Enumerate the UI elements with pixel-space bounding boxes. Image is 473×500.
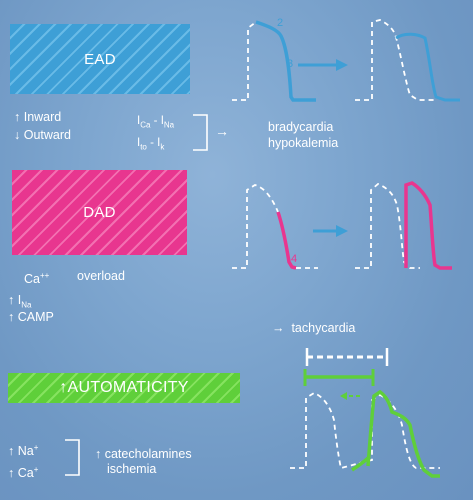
ina-line: ↑ INa — [8, 293, 32, 310]
dad-effect-line: → tachycardia — [272, 320, 355, 336]
dad-triggered-beat — [404, 181, 452, 270]
down-arrow-icon: ↓ — [14, 128, 21, 142]
camp-line: ↑ CAMP — [8, 310, 54, 324]
automaticity-trace-dashed — [290, 392, 440, 470]
dad-box: DAD — [12, 170, 187, 255]
up-arrow-icon: ↑ — [59, 379, 68, 396]
dad-trace-left-phase4 — [276, 211, 297, 270]
automaticity-prepotential-green — [351, 456, 370, 472]
up-arrow-icon: ↑ — [14, 110, 21, 124]
ead-effect-hypokalemia: hypokalemia — [268, 136, 339, 150]
shortened-interval-ends-icon — [303, 369, 375, 386]
na-line: ↑ Na+ — [8, 443, 39, 459]
ead-trace-right-afterdepolarization — [395, 32, 460, 102]
ca-overload-ion: Ca++ — [24, 271, 50, 287]
ica-ina-formula: ICa - INa — [137, 115, 175, 130]
dad-phase-4-label: 4 — [291, 253, 297, 265]
up-arrow-icon: ↑ — [8, 293, 15, 307]
automaticity-box-label: ↑AUTOMATICITY — [59, 379, 189, 396]
automaticity-box: ↑AUTOMATICITY — [8, 373, 240, 403]
inward-line: ↑ Inward — [14, 109, 61, 125]
right-arrow-icon: → — [272, 321, 285, 335]
ead-phase-2-label: 2 — [277, 17, 283, 29]
up-arrow-icon: ↑ — [95, 447, 102, 461]
outward-label: Outward — [23, 128, 71, 142]
dad-trace-right-dashed — [355, 182, 420, 269]
overload-label: overload — [77, 269, 125, 283]
cause-ischemia: ischemia — [107, 462, 157, 476]
automaticity-shift-arrowhead-icon — [340, 392, 347, 400]
cause-catecholamines: catecholamines — [104, 447, 192, 461]
ito-ik-formula: Ito - Ik — [137, 137, 165, 152]
dad-transition-arrowhead-icon — [336, 225, 348, 237]
inward-label: Inward — [23, 110, 62, 124]
ead-trace-right-dashed — [355, 19, 434, 101]
automaticity-trace-green — [366, 389, 440, 478]
ead-transition-arrowhead-icon — [336, 59, 348, 71]
ead-box-label: EAD — [84, 50, 116, 68]
up-arrow-icon: ↑ — [8, 444, 15, 459]
ead-current-bracket — [193, 114, 208, 151]
ead-effect-bradycardia: bradycardia — [268, 120, 334, 134]
automaticity-ion-bracket — [65, 439, 80, 476]
ead-phase-3-label: 3 — [287, 58, 293, 70]
dad-effect-tachycardia: tachycardia — [291, 321, 356, 335]
ead-baseline-dashed — [232, 21, 257, 101]
up-arrow-icon: ↑ — [8, 310, 15, 324]
up-arrow-icon: ↑ — [8, 466, 15, 481]
catecholamines-line: ↑ catecholamines — [95, 446, 192, 462]
cycle-interval-ends-icon — [305, 348, 389, 366]
ead-box: EAD — [10, 24, 190, 94]
ca-line: ↑ Ca+ — [8, 465, 39, 481]
dad-trace-left-dashed — [232, 184, 279, 269]
outward-line: ↓ Outward — [14, 127, 71, 143]
ead-right-arrow-icon: → — [215, 123, 229, 139]
ead-trace-left — [255, 20, 316, 102]
dad-box-label: DAD — [83, 204, 116, 221]
